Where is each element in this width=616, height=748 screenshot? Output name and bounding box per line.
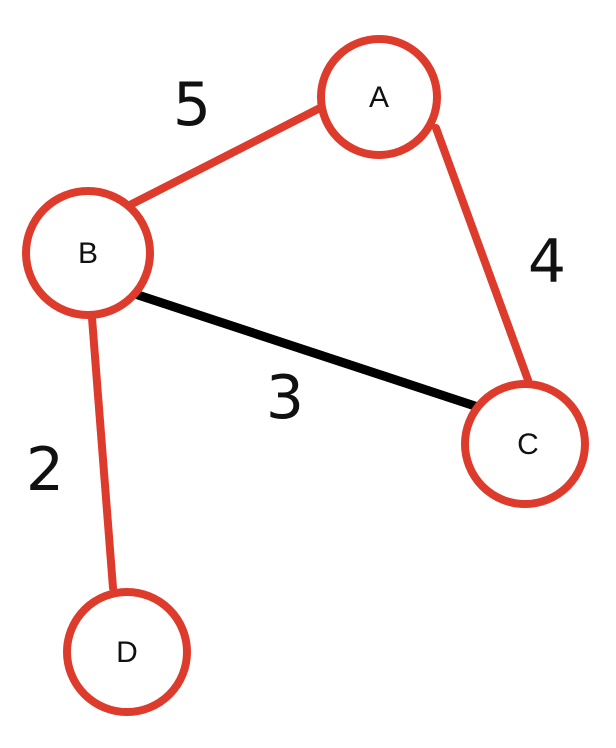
node-a-label: A <box>369 81 389 114</box>
node-d-circle <box>63 588 191 716</box>
node-b: B <box>22 187 154 319</box>
node-c: C <box>461 380 589 508</box>
node-d-label: D <box>116 636 138 669</box>
node-d: D <box>63 588 191 716</box>
edge-b-d-weight: 2 <box>26 435 64 505</box>
node-a: A <box>317 35 441 159</box>
edge-b-c <box>133 290 483 412</box>
edge-b-d <box>88 314 117 592</box>
edge-b-c-weight: 3 <box>266 363 304 433</box>
edge-a-c <box>432 124 532 384</box>
edge-b-a <box>126 104 324 209</box>
edge-b-a-weight: 5 <box>173 70 211 140</box>
node-c-label: C <box>517 428 539 461</box>
node-b-circle <box>22 187 154 319</box>
node-c-circle <box>461 380 589 508</box>
edge-a-c-weight: 4 <box>528 227 566 297</box>
node-b-label: B <box>78 237 98 270</box>
node-a-circle <box>317 35 441 159</box>
